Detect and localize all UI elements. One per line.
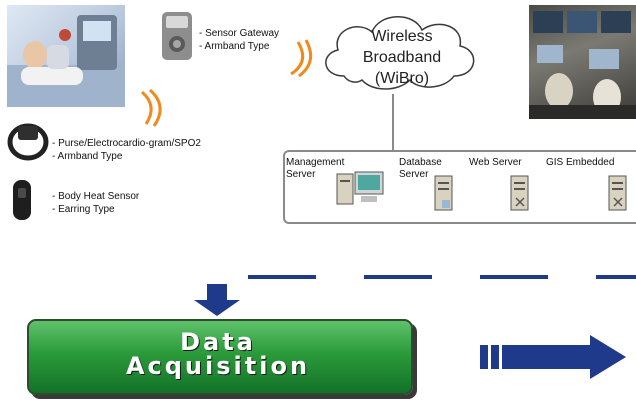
management-server-line-2: Server [286, 169, 316, 180]
management-server-line-1: Management [286, 157, 345, 168]
management-server-icon [336, 171, 384, 205]
heat-sensor-line-1: - Body Heat Sensor [52, 191, 140, 202]
cloud-line-2: Broadband [362, 49, 442, 66]
web-server-label: Web Server [469, 157, 522, 169]
cloud-line-1: Wireless [371, 28, 433, 45]
database-server-icon [434, 175, 453, 211]
data-acquisition-box [27, 319, 413, 395]
sensor-gateway-icon [162, 12, 192, 60]
dash-segment [596, 275, 636, 279]
purse-sensor-line-2: - Armband Type [52, 151, 123, 162]
gis-server-icon [608, 175, 627, 211]
earring-sensor-icon [13, 180, 31, 220]
down-arrow-icon [194, 284, 240, 316]
control-center-photo [529, 5, 636, 119]
signal-wave-icon [140, 88, 162, 127]
web-server-line-1: Web Server [469, 157, 522, 168]
purse-sensor-line-1: - Purse/Electrocardio-gram/SPO2 [52, 138, 201, 149]
right-arrow-icon [480, 335, 626, 379]
heat-sensor-label: - Body Heat Sensor - Earring Type [52, 190, 139, 216]
connector-line [392, 94, 394, 151]
gis-server-line-1: GIS Embedded [546, 157, 615, 168]
cloud-line-3: (WiBro) [374, 70, 430, 87]
dash-segment [248, 275, 316, 279]
heat-sensor-line-2: - Earring Type [52, 204, 115, 215]
cloud-label: Wireless Broadband (WiBro) [352, 26, 452, 89]
gateway-line-2: - Armband Type [199, 41, 270, 52]
web-server-icon [510, 175, 529, 211]
gateway-line-1: - Sensor Gateway [199, 28, 280, 39]
database-server-line-1: Database [399, 157, 442, 168]
armband-sensor-icon [7, 123, 49, 161]
database-server-label: Database Server [399, 157, 442, 181]
dash-segment [364, 275, 432, 279]
gateway-label: - Sensor Gateway - Armband Type [199, 27, 279, 53]
database-server-line-2: Server [399, 169, 429, 180]
dash-segment [480, 275, 548, 279]
data-acquisition-label: Data Acquisition [27, 330, 409, 378]
data-acquisition-line-1: Data [180, 328, 256, 356]
gis-server-label: GIS Embedded [546, 157, 614, 169]
signal-wave-icon [290, 39, 313, 78]
purse-sensor-label: - Purse/Electrocardio-gram/SPO2 - Armban… [52, 137, 201, 163]
patient-photo [7, 5, 125, 107]
management-server-label: Management Server [286, 157, 344, 181]
data-acquisition-line-2: Acquisition [125, 352, 311, 380]
wibro-cloud-icon [325, 16, 475, 90]
